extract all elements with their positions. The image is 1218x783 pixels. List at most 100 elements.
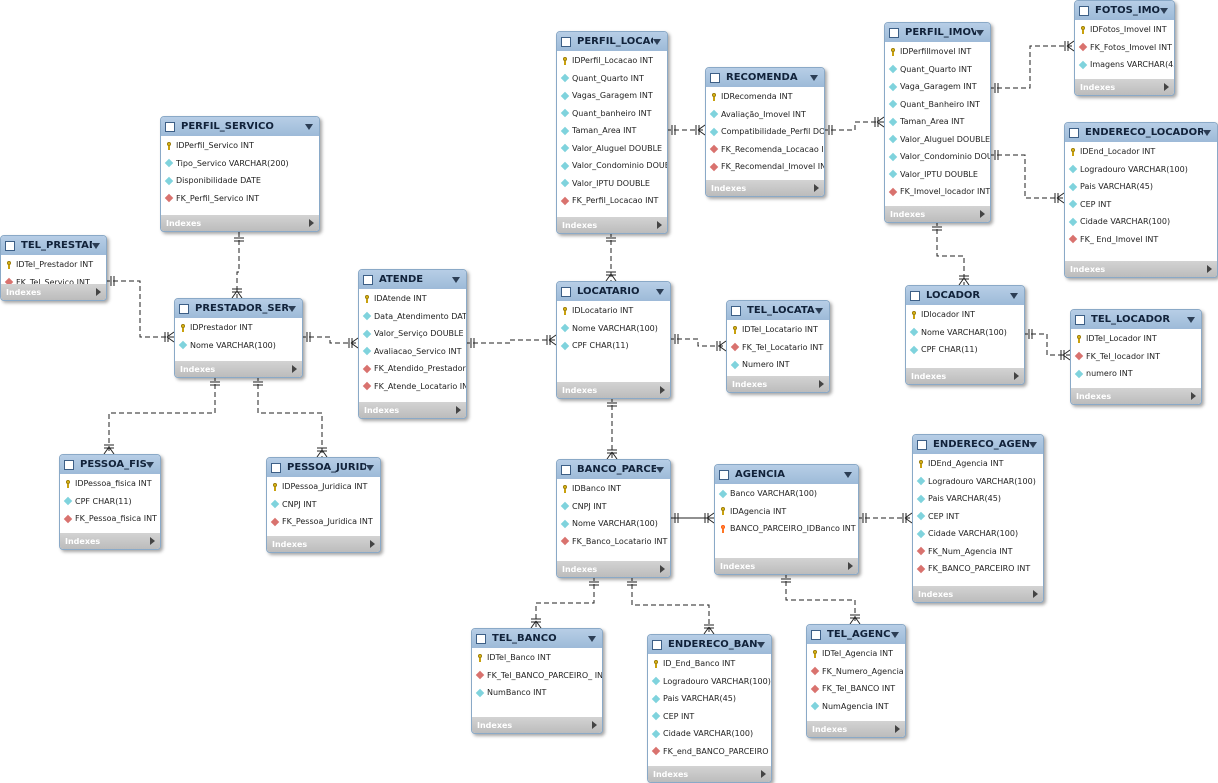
collapse-triangle-icon[interactable]	[92, 242, 100, 249]
column-row[interactable]: Avaliacao_Servico INT	[359, 343, 466, 361]
expand-arrow-icon[interactable]	[1191, 392, 1196, 400]
relationship-prestador-servico-to-atende[interactable]	[301, 336, 358, 344]
expand-arrow-icon[interactable]	[1033, 590, 1038, 598]
indexes-section[interactable]: Indexes	[267, 536, 380, 552]
column-row[interactable]: Banco VARCHAR(100)	[715, 485, 858, 503]
relationship-recomenda-to-perfil-imovel[interactable]	[823, 121, 884, 131]
expand-arrow-icon[interactable]	[1164, 83, 1169, 91]
column-row[interactable]: Vaga_Garagem INT	[885, 78, 990, 96]
column-row[interactable]: ID_End_Banco INT	[648, 655, 771, 673]
expand-arrow-icon[interactable]	[150, 537, 155, 545]
table-header[interactable]: TEL_LOCATARIO	[727, 301, 829, 320]
table-header[interactable]: TEL_PRESTADOR	[1, 236, 106, 255]
column-row[interactable]: Valor_Condominio DOUBLE	[885, 148, 990, 166]
expand-arrow-icon[interactable]	[96, 288, 101, 296]
column-row[interactable]: Quant_banheiro INT	[557, 105, 667, 123]
expand-arrow-icon[interactable]	[761, 770, 766, 778]
relationship-banco-parceiro-to-tel-banco[interactable]	[535, 576, 595, 628]
collapse-triangle-icon[interactable]	[1203, 129, 1211, 136]
column-row[interactable]: Taman_Area INT	[557, 122, 667, 140]
column-row[interactable]: FK_Fotos_Imovel INT	[1075, 39, 1174, 57]
expand-arrow-icon[interactable]	[309, 219, 314, 227]
column-row[interactable]: CEP INT	[1065, 196, 1217, 214]
column-row[interactable]: CEP INT	[648, 708, 771, 726]
relationship-perfil-imovel-to-fotos-imovel[interactable]	[989, 45, 1074, 89]
collapse-triangle-icon[interactable]	[146, 461, 154, 468]
table-header[interactable]: FOTOS_IMOVEL	[1075, 1, 1174, 20]
column-row[interactable]: Disponibilidade DATE	[161, 172, 319, 190]
column-row[interactable]: Logradouro VARCHAR(100)	[648, 673, 771, 691]
column-row[interactable]: Imagens VARCHAR(45)	[1075, 56, 1174, 74]
column-row[interactable]: IDPerfil_Locacao INT	[557, 52, 667, 70]
table-tel-locatario[interactable]: TEL_LOCATARIOIDTel_Locatario INTFK_Tel_L…	[726, 300, 830, 393]
collapse-triangle-icon[interactable]	[810, 74, 818, 81]
column-row[interactable]: CNPJ INT	[267, 496, 380, 514]
column-row[interactable]: FK_Atende_Locatario INT	[359, 378, 466, 396]
column-row[interactable]: FK_Tel_BANCO_PARCEIRO_ INT	[472, 667, 602, 685]
table-header[interactable]: TEL_LOCADOR	[1071, 310, 1201, 329]
column-row[interactable]: CPF CHAR(11)	[906, 341, 1024, 359]
table-endereco-agencia[interactable]: ENDERECO_AGENCIAIDEnd_Agencia INTLogrado…	[912, 434, 1044, 603]
column-row[interactable]: Cidade VARCHAR(100)	[648, 725, 771, 743]
collapse-triangle-icon[interactable]	[656, 466, 664, 473]
column-row[interactable]: IDAgencia INT	[715, 503, 858, 521]
column-row[interactable]: IDEnd_Agencia INT	[913, 455, 1043, 473]
column-row[interactable]: Valor_Aluguel DOUBLE	[885, 131, 990, 149]
collapse-triangle-icon[interactable]	[452, 276, 460, 283]
column-row[interactable]: IDTel_Locatario INT	[727, 321, 829, 339]
column-row[interactable]: Valor_Condominio DOUBLE	[557, 157, 667, 175]
indexes-section[interactable]: Indexes	[161, 215, 319, 231]
column-row[interactable]: Pais VARCHAR(45)	[648, 690, 771, 708]
column-row[interactable]: IDlocador INT	[906, 306, 1024, 324]
collapse-triangle-icon[interactable]	[891, 631, 899, 638]
indexes-section[interactable]: Indexes	[807, 721, 905, 737]
column-row[interactable]: IDPerfil_Servico INT	[161, 137, 319, 155]
column-row[interactable]: Valor_Serviço DOUBLE	[359, 325, 466, 343]
indexes-section[interactable]: Indexes	[175, 361, 302, 377]
expand-arrow-icon[interactable]	[370, 540, 375, 548]
relationship-prestador-servico-to-pessoa-fisica[interactable]	[108, 376, 216, 454]
expand-arrow-icon[interactable]	[1207, 265, 1212, 273]
column-row[interactable]: IDAtende INT	[359, 290, 466, 308]
indexes-section[interactable]: Indexes	[1, 284, 106, 300]
table-header[interactable]: TEL_AGENCIA	[807, 625, 905, 644]
indexes-section[interactable]: Indexes	[648, 766, 771, 782]
column-row[interactable]: IDPessoa_fisica INT	[60, 475, 160, 493]
indexes-section[interactable]: Indexes	[885, 206, 990, 222]
table-fotos-imovel[interactable]: FOTOS_IMOVELIDFotos_Imovel INTFK_Fotos_I…	[1074, 0, 1175, 96]
column-row[interactable]: IDRecomenda INT	[706, 88, 824, 106]
indexes-section[interactable]: Indexes	[1065, 261, 1217, 277]
indexes-section[interactable]: Indexes	[557, 382, 670, 398]
table-header[interactable]: PRESTADOR_SERVICO	[175, 299, 302, 318]
collapse-triangle-icon[interactable]	[1010, 292, 1018, 299]
column-row[interactable]: BANCO_PARCEIRO_IDBanco INT	[715, 520, 858, 538]
table-header[interactable]: PERFIL_IMOVEL	[885, 23, 990, 42]
column-row[interactable]: IDBanco INT	[557, 480, 670, 498]
column-row[interactable]: IDTel_Prestador INT	[1, 256, 106, 274]
indexes-section[interactable]: Indexes	[727, 376, 829, 392]
column-row[interactable]: FK_Num_Agencia INT	[913, 543, 1043, 561]
table-header[interactable]: ENDERECO_LOCADOR	[1065, 123, 1217, 142]
column-row[interactable]: Quant_Banheiro INT	[885, 96, 990, 114]
relationship-perfil-imovel-to-locador[interactable]	[936, 221, 965, 285]
column-row[interactable]: Quant_Quarto INT	[557, 70, 667, 88]
expand-arrow-icon[interactable]	[660, 565, 665, 573]
column-row[interactable]: IDEnd_Locador INT	[1065, 143, 1217, 161]
expand-arrow-icon[interactable]	[592, 721, 597, 729]
relationship-perfil-servico-to-prestador-servico[interactable]	[236, 232, 240, 298]
column-row[interactable]: Valor_IPTU DOUBLE	[557, 175, 667, 193]
table-pessoa-juridica[interactable]: PESSOA_JURIDICAIDPessoa_Juridica INTCNPJ…	[266, 457, 381, 553]
column-row[interactable]: IDTel_Locador INT	[1071, 330, 1201, 348]
column-row[interactable]: Compatibilidade_Perfil DOUBLE	[706, 123, 824, 141]
column-row[interactable]: Pais VARCHAR(45)	[913, 490, 1043, 508]
column-row[interactable]: IDLocatario INT	[557, 302, 670, 320]
column-row[interactable]: Taman_Area INT	[885, 113, 990, 131]
